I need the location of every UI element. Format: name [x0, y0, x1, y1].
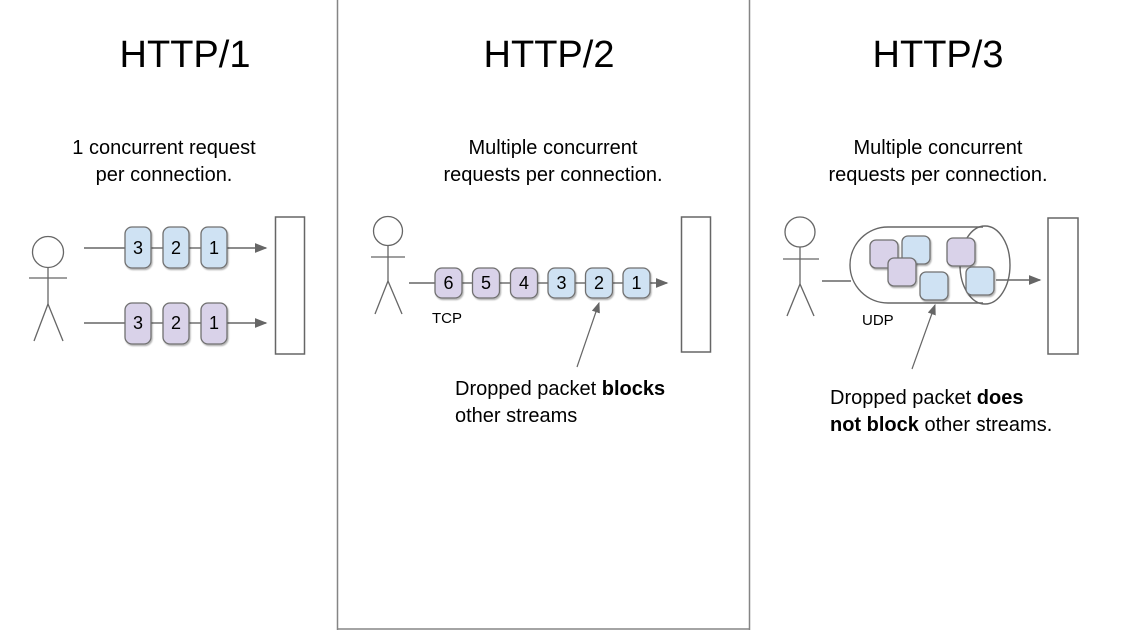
http3-dropped-packet-note: Dropped packet does not block other stre… [830, 385, 1052, 439]
stick-figure-left-leg [786, 283, 801, 317]
tunnel-body [849, 226, 983, 304]
stick-figure-left-leg [33, 303, 49, 342]
subtitle-line: 1 concurrent request [72, 137, 256, 159]
tcp-label: TCP [432, 310, 462, 327]
http2-diagram: 6 5 4 3 2 1 [371, 215, 712, 368]
packet-number: 4 [519, 273, 529, 293]
packet-box-dropped [584, 267, 614, 299]
subtitle-line: Multiple concurrent [468, 137, 638, 159]
subtitle-line: requests per connection. [828, 164, 1048, 186]
subtitle-line: per connection. [95, 164, 233, 186]
packet-number: 1 [209, 313, 219, 333]
note-text: Dropped packet [830, 387, 977, 409]
packet-box [124, 302, 152, 345]
http1-request-row-2: 3 2 1 [84, 302, 268, 345]
packet-box [200, 302, 228, 345]
stream-packet-dropped [919, 271, 949, 301]
packet-box [547, 267, 576, 299]
http3-subtitle: Multiple concurrent requests per connect… [828, 135, 1047, 189]
packet-box [509, 267, 539, 299]
http1-diagram: 3 2 1 3 2 1 [29, 216, 306, 355]
stream-packet [965, 266, 995, 296]
http3-stream-packets [869, 235, 995, 301]
http1-request-row-1: 3 2 1 [84, 226, 268, 269]
note-text-bold: blocks [601, 378, 666, 400]
packet-number: 1 [209, 238, 219, 258]
packet-number: 2 [171, 238, 181, 258]
stream-packet [887, 257, 917, 287]
http2-client-stick-figure [371, 215, 405, 315]
packet-number: 2 [171, 313, 181, 333]
subtitle-line: Multiple concurrent [853, 137, 1023, 159]
http2-server-box [680, 216, 712, 353]
stick-figure-left-leg [374, 280, 389, 315]
packet-number: 3 [133, 238, 143, 258]
http3-diagram [783, 216, 1079, 370]
stick-figure-head [784, 216, 816, 248]
packet-number: 6 [443, 273, 453, 293]
http1-subtitle: 1 concurrent request per connection. [72, 135, 255, 189]
http1-title: HTTP/1 [119, 34, 251, 76]
packet-number: 1 [631, 273, 641, 293]
packet-number: 2 [594, 273, 604, 293]
stick-figure-right-leg [799, 283, 815, 317]
subtitle-line: requests per connection. [443, 164, 663, 186]
note-text: other streams. [918, 414, 1053, 436]
http1-client-stick-figure [29, 235, 67, 342]
packet-number: 5 [481, 273, 491, 293]
stream-packet [946, 237, 976, 267]
packet-number: 3 [556, 273, 566, 293]
note-text: Dropped packet [455, 378, 602, 400]
http1-server-box [274, 216, 306, 355]
http2-subtitle: Multiple concurrent requests per connect… [443, 135, 662, 189]
http2-dropped-packet-note: Dropped packet blocks other streams [455, 376, 665, 430]
stick-figure-head [31, 235, 65, 269]
http3-server-box [1047, 217, 1079, 355]
packet-box [434, 267, 463, 299]
packet-box [471, 267, 501, 299]
packet-box [622, 267, 651, 299]
packet-box [162, 302, 190, 345]
packet-box [162, 226, 190, 269]
dropped-packet-pointer-arrow [911, 303, 936, 370]
stick-figure-right-leg [47, 303, 64, 342]
http3-title: HTTP/3 [872, 34, 1004, 76]
packet-box [124, 226, 152, 269]
stick-figure-head [372, 215, 404, 247]
note-text-bold: does [976, 387, 1024, 409]
packet-box [200, 226, 228, 269]
dropped-packet-pointer-arrow [576, 301, 600, 368]
http2-title: HTTP/2 [483, 34, 615, 76]
note-text: other streams [455, 405, 578, 427]
http2-packet-queue: 6 5 4 3 2 1 [434, 267, 651, 299]
packet-number: 3 [133, 313, 143, 333]
http3-client-stick-figure [783, 216, 819, 317]
note-text-bold: not block [830, 414, 919, 436]
stick-figure-right-leg [387, 280, 403, 315]
panel-dividers [336, 0, 751, 630]
udp-label: UDP [862, 312, 894, 329]
